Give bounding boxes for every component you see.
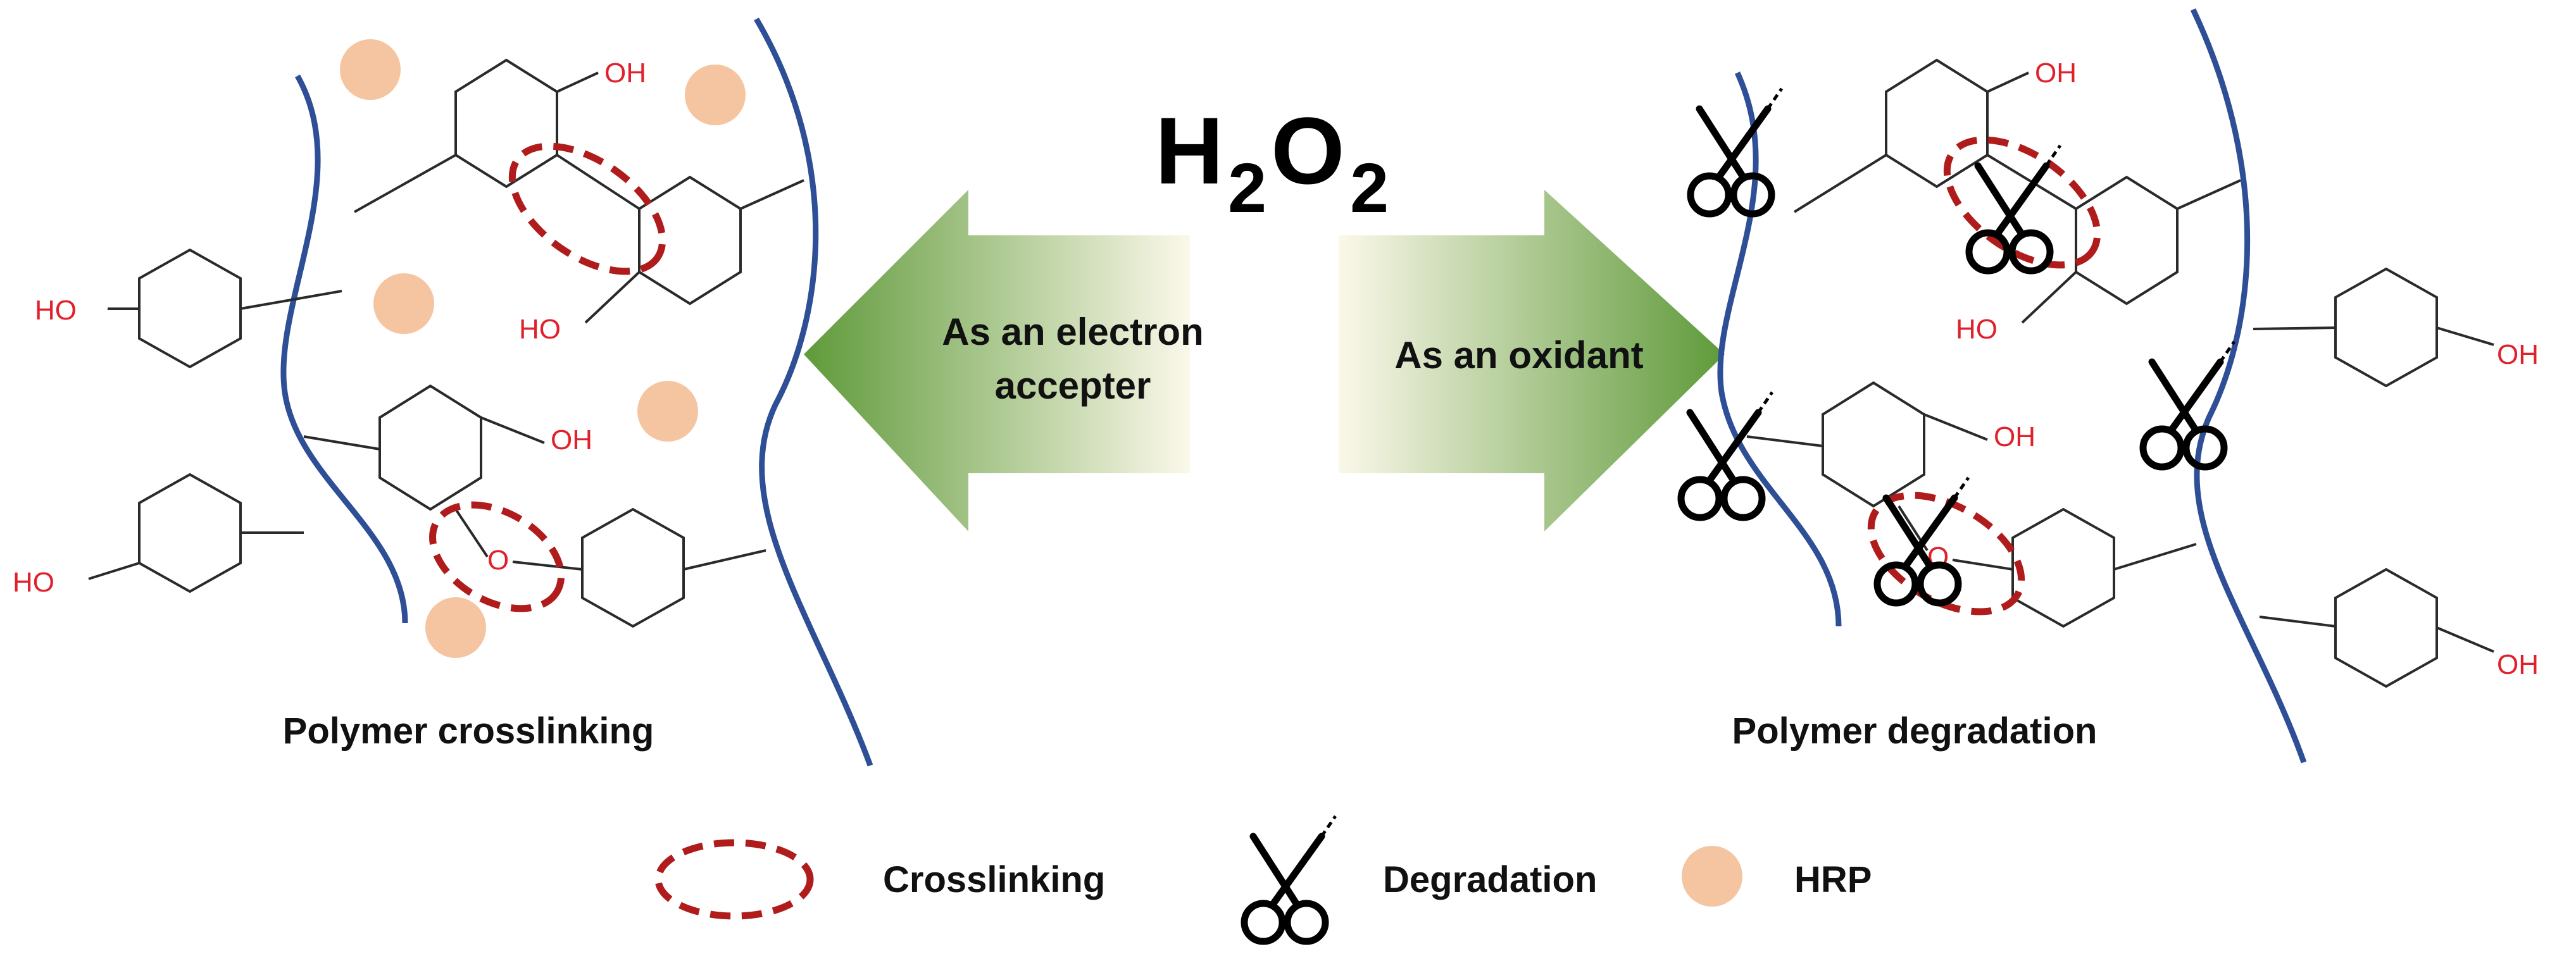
electron-accepter-arrow: As an electron accepter xyxy=(804,190,1204,531)
oh-label: OH xyxy=(604,58,646,89)
right-panel-degradation: OH HO OH OH O OH xyxy=(1681,8,2539,764)
scissors-icon xyxy=(1691,89,1782,214)
crosslink-ellipse xyxy=(429,501,565,612)
hrp-circle-icon xyxy=(637,381,698,442)
legend-crosslinking: Crosslinking xyxy=(883,859,1105,900)
crosslink-ellipse xyxy=(508,142,666,275)
ho-label: HO xyxy=(13,567,54,598)
caption-crosslinking: Polymer crosslinking xyxy=(283,710,654,752)
polymer-backbone xyxy=(754,17,873,767)
caption-degradation: Polymer degradation xyxy=(1732,710,2098,752)
polymer-backbone xyxy=(280,74,408,624)
oh-label: OH xyxy=(2497,649,2539,680)
ho-label: HO xyxy=(35,295,77,326)
title-h: H xyxy=(1155,97,1223,204)
scissors-icon xyxy=(2143,342,2234,467)
dashed-ellipse-icon xyxy=(654,839,814,920)
polymer-backbone xyxy=(2190,8,2307,764)
hrp-circle-icon xyxy=(1682,846,1742,907)
ho-label: HO xyxy=(1956,314,1998,345)
oh-label: OH xyxy=(2497,339,2539,370)
legend-hrp: HRP xyxy=(1794,859,1872,900)
oh-label: OH xyxy=(1994,421,2035,452)
hrp-circle-icon xyxy=(340,39,401,100)
hrp-circle-icon xyxy=(373,273,434,334)
hrp-circle-icon xyxy=(425,597,486,658)
left-panel-crosslinking: OH HO HO OH O HO Polymer crosslinking xyxy=(13,17,873,767)
hrp-circle-icon xyxy=(685,65,746,125)
title-sub-2a: 2 xyxy=(1228,149,1266,227)
arrow-left-label-line1: As an electron xyxy=(942,311,1203,353)
oh-label: OH xyxy=(2035,58,2077,89)
scissors-icon xyxy=(1969,146,2060,271)
h2o2-title: H 2 O 2 xyxy=(1155,97,1389,227)
oh-label: OH xyxy=(551,425,592,456)
arrow-left-label-line2: accepter xyxy=(995,364,1151,407)
arrow-right-label: As an oxidant xyxy=(1394,334,1643,376)
ho-label: HO xyxy=(519,314,561,345)
title-sub-2b: 2 xyxy=(1350,149,1389,227)
legend: Crosslinking Degradation HRP xyxy=(654,816,1872,941)
o-label: O xyxy=(487,545,509,576)
legend-degradation: Degradation xyxy=(1383,859,1597,900)
title-o: O xyxy=(1271,97,1345,204)
scissors-icon xyxy=(1244,816,1335,941)
oxidant-arrow: As an oxidant xyxy=(1339,190,1725,531)
